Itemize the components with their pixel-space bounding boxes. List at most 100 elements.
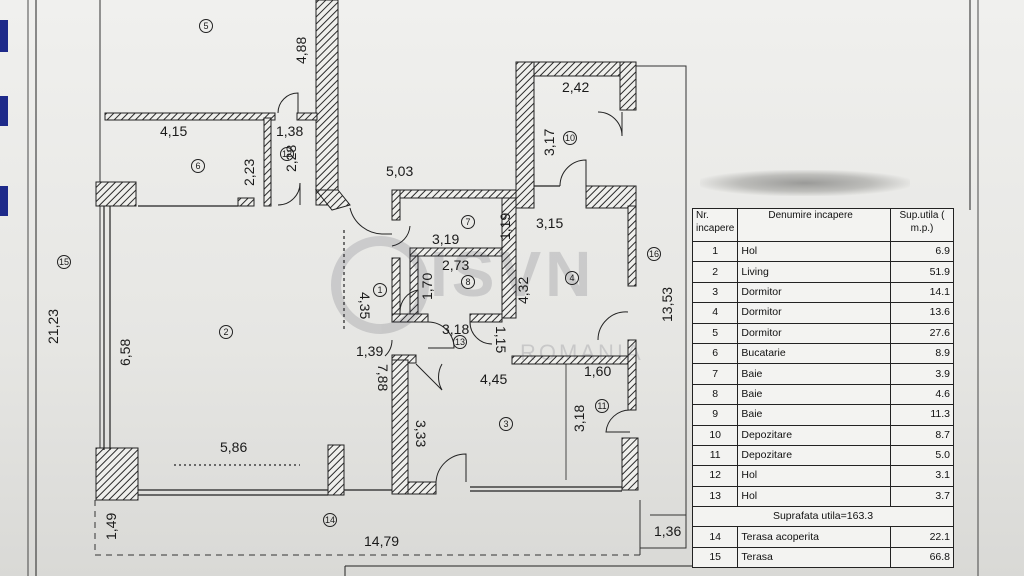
room-name: Baie <box>737 404 891 426</box>
room-number: 6 <box>691 342 739 365</box>
room-area: 11.3 <box>890 404 954 426</box>
room-number: 14 <box>691 526 739 548</box>
dim-2123: 21,23 <box>45 309 61 344</box>
walls <box>95 0 639 501</box>
legend-header-row: Nr. incapere Denumire incapere Sup.utila… <box>691 208 954 242</box>
dim-138: 1,38 <box>276 123 303 139</box>
terrace-outline <box>94 0 687 556</box>
room-marker-4: 4 <box>565 271 579 285</box>
room-marker-6: 6 <box>191 159 205 173</box>
dim-160: 1,60 <box>584 363 611 379</box>
room-marker-label: 10 <box>565 133 575 143</box>
room-number: 3 <box>691 281 739 304</box>
room-name: Hol <box>737 485 891 508</box>
facade-lines <box>103 185 622 496</box>
room-area: 13.6 <box>890 302 954 324</box>
room-marker-label: 11 <box>597 401 606 411</box>
room-marker-7: 7 <box>461 215 475 229</box>
dim-317: 3,17 <box>541 129 557 156</box>
room-area: 8.7 <box>890 424 954 446</box>
room-name: Dormitor <box>737 302 891 324</box>
room-area: 66.8 <box>890 546 954 569</box>
room-area: 5.0 <box>890 444 954 467</box>
dim-658: 6,58 <box>117 339 133 366</box>
dim-115: 1,15 <box>493 326 509 353</box>
dim-315: 3,15 <box>536 215 563 231</box>
room-area: 22.1 <box>890 526 954 548</box>
room-name: Terasa acoperita <box>737 526 891 548</box>
dim-170: 1,70 <box>419 273 435 300</box>
room-marker-label: 16 <box>649 249 659 259</box>
room-area: 6.9 <box>890 240 954 263</box>
watermark-subtext: ROMANIA <box>520 340 644 365</box>
dim-319: 3,19 <box>432 231 459 247</box>
dim-503: 5,03 <box>386 163 413 179</box>
room-name: Dormitor <box>737 322 891 344</box>
dim-415: 4,15 <box>160 123 187 139</box>
room-number: 13 <box>691 485 739 508</box>
dim-586: 5,86 <box>220 439 247 455</box>
watermark: ISVN ROMANIA <box>331 236 644 365</box>
binder-tab <box>0 186 8 216</box>
room-name: Dormitor <box>737 281 891 304</box>
sheet-frame <box>27 0 979 576</box>
dim-223: 2,23 <box>241 159 257 186</box>
room-marker-label: 5 <box>203 21 208 31</box>
room-number: 2 <box>691 261 739 283</box>
room-marker-13: 13 <box>453 335 467 349</box>
dim-139: 1,39 <box>356 343 383 359</box>
room-area: 8.9 <box>890 342 954 365</box>
room-number: 9 <box>691 404 739 426</box>
dim-228: 2,28 <box>283 145 299 172</box>
room-marker-14: 14 <box>323 513 337 527</box>
room-number: 11 <box>691 444 739 467</box>
room-area: 4.6 <box>890 383 954 406</box>
room-marker-label: 14 <box>325 515 335 525</box>
room-marker-16: 16 <box>647 247 661 261</box>
room-area: 3.9 <box>890 363 954 385</box>
room-name: Depozitare <box>737 444 891 467</box>
legend-header-name: Denumire incapere <box>737 208 891 242</box>
room-name: Hol <box>737 465 891 487</box>
room-marker-12: 12 <box>280 147 294 161</box>
room-name: Hol <box>737 240 891 263</box>
room-legend-table: Nr. incapere Denumire incapere Sup.utila… <box>691 208 954 569</box>
room-number: 15 <box>691 546 739 569</box>
watermark-text: ISVN <box>430 238 595 310</box>
room-name: Baie <box>737 363 891 385</box>
room-area: 3.7 <box>890 485 954 508</box>
dim-149: 1,49 <box>103 513 119 540</box>
room-marker-label: 3 <box>503 419 508 429</box>
dim-432: 4,32 <box>515 277 531 304</box>
room-marker-label: 13 <box>455 337 465 347</box>
room-name: Living <box>737 261 891 283</box>
room-marker-label: 12 <box>282 149 292 159</box>
dim-318b: 3,18 <box>571 405 587 432</box>
dim-273: 2,73 <box>442 257 469 273</box>
room-name: Depozitare <box>737 424 891 446</box>
dim-242: 2,42 <box>562 79 589 95</box>
room-number: 4 <box>691 302 739 324</box>
room-marker-3: 3 <box>499 417 513 431</box>
room-number: 8 <box>691 383 739 406</box>
legend-header-nr: Nr. incapere <box>691 208 739 242</box>
room-marker-15: 15 <box>57 255 71 269</box>
dim-488: 4,88 <box>293 37 309 64</box>
room-number: 1 <box>691 240 739 263</box>
room-marker-label: 2 <box>223 327 228 337</box>
dim-333: 3,33 <box>413 420 429 447</box>
dim-136: 1,36 <box>654 523 681 539</box>
